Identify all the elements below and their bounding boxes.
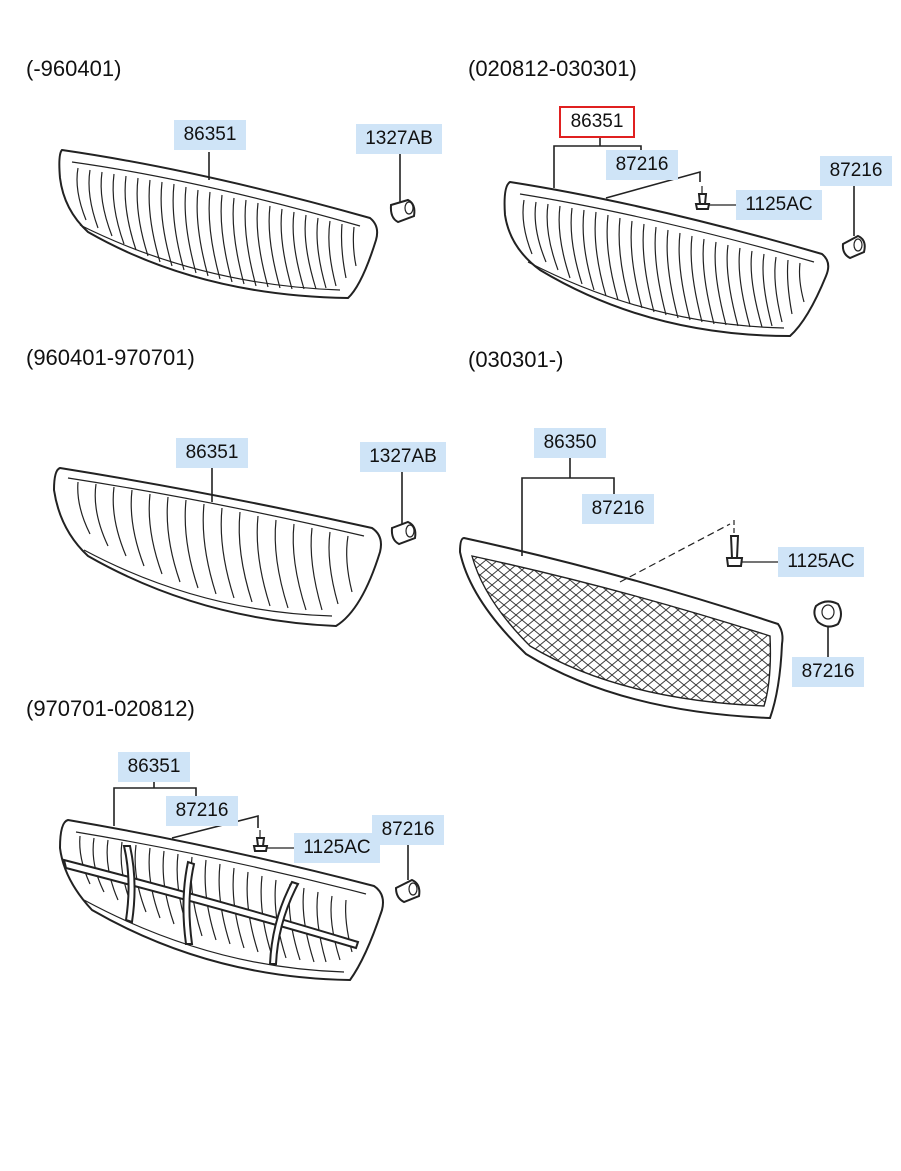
clip-nut-icon [841, 186, 866, 260]
grille-970701-020812 [58, 818, 384, 982]
clip-nut-icon [389, 154, 416, 224]
screw-icon [694, 186, 738, 210]
section-title-4: (030301-) [468, 347, 564, 372]
screw-icon [252, 830, 296, 852]
leaders-s4 [521, 458, 731, 583]
part-label-1125ac[interactable]: 1125AC [778, 547, 864, 577]
grille-960401 [58, 148, 379, 300]
grille-020812-030301 [503, 180, 830, 338]
part-label-87216[interactable]: 87216 [606, 150, 678, 180]
part-label-86351[interactable]: 86351 [176, 438, 248, 468]
section-title-2: (020812-030301) [468, 56, 637, 81]
section-title-5: (970701-020812) [26, 696, 195, 721]
clip-nut-icon [390, 472, 417, 546]
part-label-1125ac[interactable]: 1125AC [736, 190, 822, 220]
part-label-87216[interactable]: 87216 [820, 156, 892, 186]
part-label-87216[interactable]: 87216 [372, 815, 444, 845]
part-label-86351[interactable]: 86351 [174, 120, 246, 150]
part-label-87216[interactable]: 87216 [792, 657, 864, 687]
part-label-86351-selected[interactable]: 86351 [559, 106, 635, 138]
part-label-86351[interactable]: 86351 [118, 752, 190, 782]
part-label-87216[interactable]: 87216 [582, 494, 654, 524]
clip-nut-icon [813, 600, 842, 658]
part-label-86350[interactable]: 86350 [534, 428, 606, 458]
clip-nut-icon [394, 844, 421, 904]
grille-960401-970701 [52, 466, 382, 628]
part-label-1125ac[interactable]: 1125AC [294, 833, 380, 863]
part-label-1327ab[interactable]: 1327AB [356, 124, 442, 154]
section-title-1: (-960401) [26, 56, 122, 81]
part-label-1327ab[interactable]: 1327AB [360, 442, 446, 472]
part-label-87216[interactable]: 87216 [166, 796, 238, 826]
section-title-3: (960401-970701) [26, 345, 195, 370]
screw-icon [725, 520, 778, 567]
grille-030301 [458, 536, 784, 720]
